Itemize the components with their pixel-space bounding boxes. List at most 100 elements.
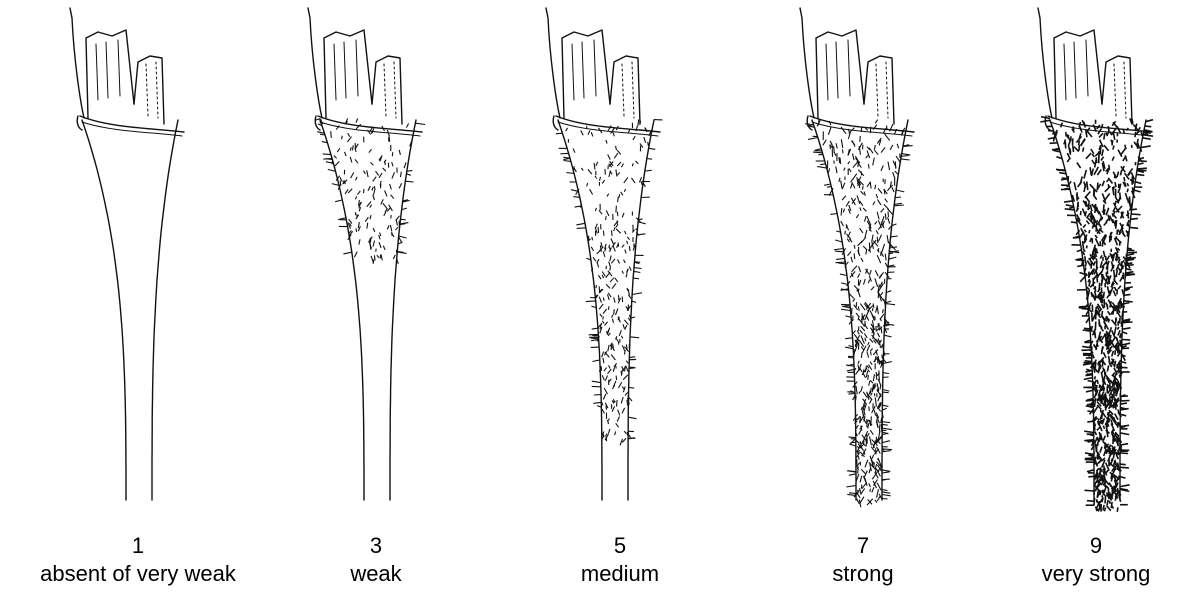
- hair: [606, 140, 607, 143]
- edge-hair: [883, 392, 889, 393]
- hair: [623, 324, 625, 329]
- hair: [842, 196, 846, 200]
- hair: [1102, 347, 1103, 354]
- edge-hair: [628, 417, 636, 419]
- edge-hair: [841, 309, 850, 310]
- hair: [1127, 231, 1128, 237]
- hair: [599, 286, 600, 293]
- hair: [390, 225, 391, 232]
- hair: [1113, 146, 1114, 150]
- hair: [834, 152, 836, 156]
- hair: [601, 242, 602, 246]
- hair: [368, 186, 370, 191]
- hair: [1092, 154, 1094, 157]
- second-blade-veins: [622, 62, 634, 118]
- hair: [863, 374, 865, 378]
- hair: [874, 410, 876, 416]
- edge-hair: [1090, 455, 1094, 456]
- hair: [839, 178, 840, 182]
- hair: [853, 331, 856, 335]
- hair: [1087, 181, 1088, 190]
- hair: [1113, 291, 1116, 297]
- hair: [1092, 160, 1095, 164]
- hair: [848, 149, 850, 155]
- hair: [1121, 261, 1122, 266]
- leaf-sheath-drawing: [790, 0, 990, 530]
- hair: [1074, 147, 1079, 152]
- edge-hair: [649, 148, 656, 149]
- hair: [633, 136, 635, 140]
- hair: [603, 231, 604, 236]
- hair: [1106, 133, 1107, 137]
- edge-hair: [1066, 205, 1074, 207]
- hair: [370, 215, 371, 219]
- hair: [830, 144, 831, 149]
- hair: [853, 174, 857, 180]
- second-blade-outline: [134, 56, 164, 124]
- hair: [1089, 230, 1090, 233]
- hair: [889, 226, 892, 229]
- hair: [874, 145, 875, 150]
- sheath-lines: [800, 8, 914, 500]
- hair: [877, 419, 878, 427]
- hair: [614, 227, 616, 231]
- hair: [373, 228, 375, 232]
- stem-line: [800, 8, 814, 118]
- sheath-collar: [553, 116, 558, 130]
- hair: [347, 137, 351, 142]
- hair: [613, 367, 614, 372]
- hair: [373, 177, 377, 182]
- hair: [364, 189, 365, 193]
- edge-hair: [836, 258, 845, 259]
- hair: [617, 400, 618, 407]
- hair: [1100, 335, 1101, 341]
- edge-hair: [827, 186, 831, 187]
- edge-hair: [1048, 131, 1054, 132]
- hair: [1094, 498, 1095, 506]
- edge-hair: [556, 133, 563, 134]
- edge-hair: [1077, 265, 1083, 266]
- hair: [396, 227, 398, 230]
- sheath-lines: [546, 8, 660, 500]
- edge-hair: [1086, 441, 1094, 442]
- hair: [1107, 317, 1109, 322]
- hair: [872, 473, 877, 480]
- stem-line: [1038, 8, 1052, 118]
- hair: [616, 338, 618, 342]
- hair: [618, 260, 620, 264]
- hair: [380, 255, 381, 259]
- second-blade-outline: [1102, 56, 1132, 124]
- hair: [1104, 401, 1105, 406]
- hair: [622, 387, 624, 390]
- edge-hair: [1122, 343, 1130, 345]
- hair: [624, 189, 625, 192]
- hair: [1090, 205, 1092, 212]
- hair: [1106, 218, 1109, 221]
- hair: [622, 408, 625, 414]
- hair: [885, 263, 888, 268]
- hair: [350, 157, 352, 163]
- hair: [869, 468, 871, 473]
- hair: [1090, 310, 1092, 312]
- hair: [1090, 238, 1092, 242]
- edge-hair: [576, 223, 585, 225]
- hair: [865, 230, 867, 238]
- hair: [856, 440, 859, 443]
- hair: [1083, 225, 1086, 228]
- hair: [1095, 295, 1096, 298]
- hair: [1124, 177, 1125, 181]
- hair: [340, 177, 341, 181]
- hair: [844, 168, 845, 171]
- hair: [1094, 190, 1095, 196]
- edge-hair: [895, 197, 901, 198]
- edge-hair: [1040, 120, 1050, 122]
- hair: [1073, 146, 1074, 153]
- hair: [1128, 198, 1129, 203]
- hair: [868, 342, 869, 345]
- edge-hair: [1120, 453, 1128, 454]
- hair: [860, 304, 865, 311]
- hair: [1113, 133, 1114, 140]
- hair: [350, 147, 351, 150]
- hair: [875, 270, 878, 276]
- hair: [603, 298, 604, 301]
